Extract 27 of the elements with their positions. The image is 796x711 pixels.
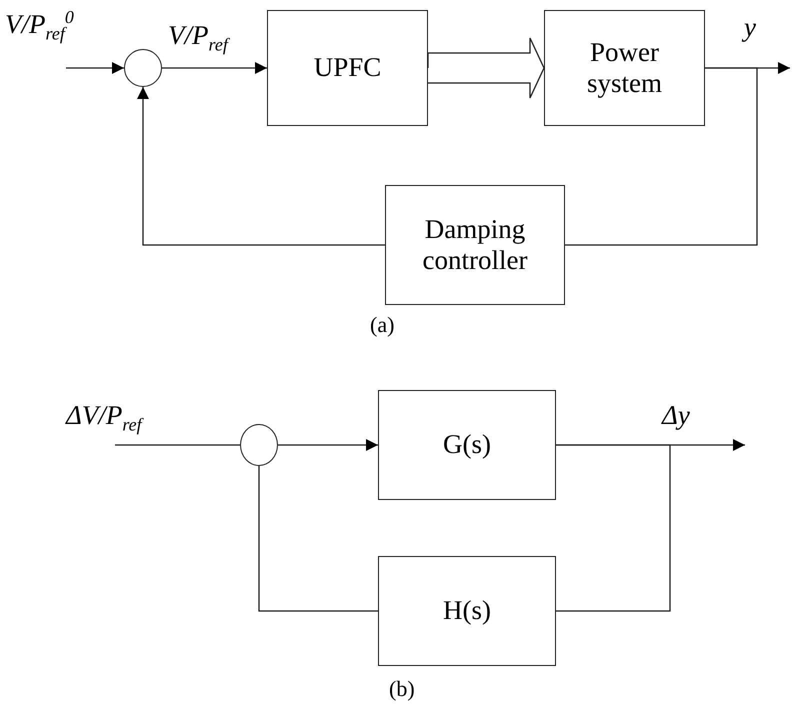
block-label: G(s) <box>443 429 491 461</box>
arrow <box>278 439 378 451</box>
panel-label: (b) <box>389 676 415 702</box>
panel-label: (a) <box>370 312 394 338</box>
block-box <box>378 556 556 666</box>
signal-label: V/P$_{ref}$ <box>168 22 228 54</box>
block-box <box>267 10 428 126</box>
connector-line <box>556 444 671 612</box>
block-box <box>378 390 556 500</box>
block-label: Power system <box>586 36 663 100</box>
summing-junction <box>240 424 278 466</box>
block-box <box>385 185 565 305</box>
block-label: Damping controller <box>422 214 528 276</box>
block-label: H(s) <box>443 595 491 627</box>
connector-line <box>565 67 758 246</box>
connector-line <box>115 444 240 446</box>
arrow <box>66 62 124 74</box>
hollow-arrow <box>427 37 545 99</box>
signal-label: y <box>744 14 756 41</box>
summing-junction <box>124 49 162 87</box>
signal-label: Δy <box>662 402 690 429</box>
connector-line <box>258 466 378 612</box>
block-label: UPFC <box>314 52 382 84</box>
block-box <box>544 10 705 126</box>
signal-label: ΔV/P$_{ref}$ <box>66 402 142 434</box>
arrow <box>137 87 385 246</box>
arrow <box>162 62 267 74</box>
